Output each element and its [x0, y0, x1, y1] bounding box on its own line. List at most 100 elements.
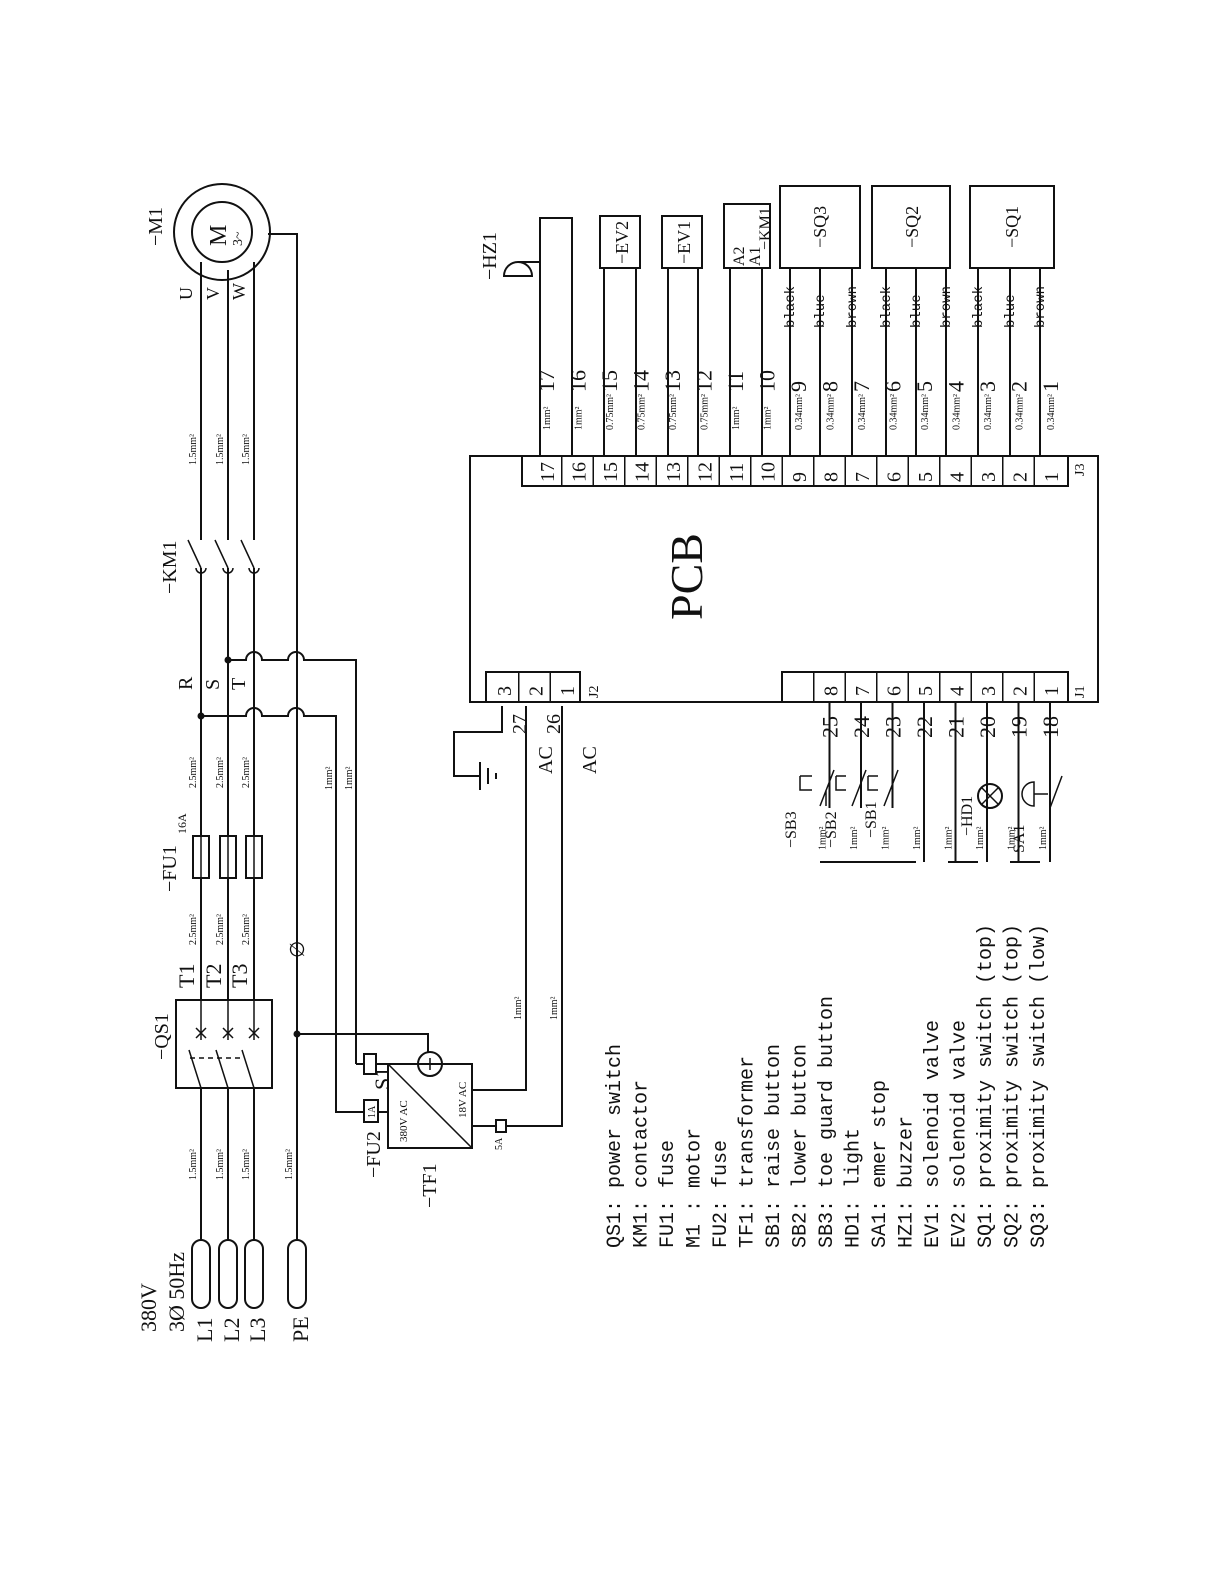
- legend-item: KM1: contactor: [631, 1080, 654, 1248]
- wire-no-7: 7: [849, 381, 874, 392]
- wire-size-L2: 1.5mm²: [215, 1149, 226, 1180]
- wire-no-9: 9: [786, 381, 811, 392]
- wire-size-T1: 2.5mm²: [188, 914, 199, 945]
- sensor-wire-3-black: black: [971, 286, 987, 328]
- fu2-rating: 1A: [367, 1105, 378, 1118]
- supply-phase-freq: 3Ø 50Hz: [164, 1252, 189, 1332]
- qs1-terminal-T2: T2: [201, 964, 226, 988]
- legend-item: TF1: transformer: [737, 1056, 760, 1248]
- qs1-box: [175, 999, 273, 1089]
- wire-size-j3-1: 0.34mm²: [1046, 394, 1057, 430]
- j3-pin-2: 2: [1010, 472, 1032, 482]
- wire-no-14: 14: [629, 370, 654, 392]
- fuse-5a-label: 5A: [494, 1137, 505, 1150]
- transformer-section: 1A −FU2 S1 380V AC 18V AC −TF1 5A 1mm² 1…: [356, 706, 601, 1208]
- j1-pin-1: 1: [1041, 686, 1063, 696]
- wire-no-3: 3: [975, 381, 1000, 392]
- j2-connector: [485, 671, 581, 703]
- j2-pin-3: 3: [494, 686, 516, 696]
- wire-no-12: 12: [692, 370, 717, 392]
- wire-size-j3-17: 1mm²: [542, 406, 553, 430]
- motor-terminal-W: W: [229, 283, 249, 300]
- wire-size-j3-8: 0.34mm²: [826, 394, 837, 430]
- wire-no-13: 13: [660, 370, 685, 392]
- j3-wires: 10.34mm²20.34mm²30.34mm²40.34mm²50.34mm²…: [534, 268, 1063, 456]
- wire-size-L3: 1.5mm²: [241, 1149, 252, 1180]
- wire-size-W: 1.5mm²: [241, 434, 252, 465]
- sb2-label: −SB2: [823, 811, 840, 848]
- wire-size-j1-19: 1mm²: [1007, 826, 1018, 850]
- wire-no-19: 19: [1007, 716, 1032, 738]
- hd1-label: −HD1: [959, 796, 976, 836]
- terminal-L1: L1: [192, 1318, 217, 1342]
- terminal-plug-L1: [191, 1239, 211, 1309]
- j3-pin-14: 14: [632, 462, 654, 482]
- wire-no-15: 15: [597, 370, 622, 392]
- wire-size-tap-S: 1mm²: [344, 766, 355, 790]
- wire-no-23: 23: [881, 716, 906, 738]
- motor-terminal-V: V: [203, 287, 223, 300]
- wire-no-20: 20: [975, 716, 1000, 738]
- j1-label: J1: [1073, 686, 1088, 698]
- legend-item: EV2: solenoid valve: [949, 1020, 972, 1248]
- wire-size-j3-13: 0.75mm²: [668, 394, 679, 430]
- sq3-label: −SQ3: [810, 206, 830, 248]
- wire-size-j1-24: 1mm²: [849, 826, 860, 850]
- terminal-plug-L3: [244, 1239, 264, 1309]
- wire-size-j3-3: 0.34mm²: [983, 394, 994, 430]
- j1-pin-4: 4: [947, 686, 969, 696]
- wire-size-T3: 2.5mm²: [241, 914, 252, 945]
- wire-size-j3-7: 0.34mm²: [857, 394, 868, 430]
- wire-no-2: 2: [1007, 381, 1032, 392]
- j1-pin-8: 8: [821, 686, 843, 696]
- ac-label-2: AC: [579, 746, 601, 774]
- j2-pin-2: 2: [526, 686, 548, 696]
- terminal-PE: PE: [288, 1316, 313, 1342]
- wire-size-fu1-3: 2.5mm²: [241, 757, 252, 788]
- tf1-earth-symbol: [417, 1051, 443, 1077]
- j3-pin-11: 11: [726, 463, 748, 482]
- qs1-terminal-T1: T1: [174, 964, 199, 988]
- sensor-wire-2-blue: blue: [1003, 294, 1019, 328]
- wire-no-27: 27: [509, 714, 531, 734]
- wire-size-j3-10: 1mm²: [763, 406, 774, 430]
- j2-label: J2: [587, 686, 602, 698]
- wire-size-T2: 2.5mm²: [215, 914, 226, 945]
- wire-no-1: 1: [1038, 381, 1063, 392]
- wire-size-ac-1: 1mm²: [513, 996, 524, 1020]
- j1-connector: [781, 671, 1069, 703]
- wire-no-17: 17: [534, 370, 559, 392]
- sb3-label: −SB3: [783, 811, 800, 848]
- km1-coil-a1: A1: [747, 246, 764, 266]
- wire-size-j1-25: 1mm²: [818, 826, 829, 850]
- hd1-lamp: [977, 783, 1003, 809]
- wire-size-PE: 1.5mm²: [284, 1149, 295, 1180]
- sensor-wire-7-brown: brown: [845, 286, 861, 328]
- wire-no-21: 21: [944, 716, 969, 738]
- j1-devices: −SB3 −SB2 −SB1 −HD1 −SA1: [783, 769, 1063, 863]
- pe-mark: ∅: [287, 941, 309, 958]
- wire-size-j3-15: 0.75mm²: [605, 394, 616, 430]
- wire-size-tap-R: 1mm²: [324, 766, 335, 790]
- wire-size-L1: 1.5mm²: [188, 1149, 199, 1180]
- j3-pin-10: 10: [758, 462, 780, 482]
- fuse-5a: [495, 1119, 507, 1133]
- ev2-label: −EV2: [612, 221, 632, 264]
- wire-size-j3-14: 0.75mm²: [637, 394, 648, 430]
- j3-pin-4: 4: [947, 472, 969, 482]
- legend-item: FU1: fuse: [657, 1140, 680, 1248]
- motor-inner: [191, 201, 253, 263]
- j3-pin-17: 17: [537, 462, 559, 482]
- wire-size-j1-23: 1mm²: [881, 826, 892, 850]
- phase-S: S: [202, 679, 224, 690]
- hz1-label: −HZ1: [479, 232, 501, 280]
- legend-item: SB3: toe guard button: [816, 996, 839, 1248]
- supply-voltage: 380V: [136, 1283, 161, 1332]
- legend-item: M1 : motor: [684, 1128, 707, 1248]
- motor-terminal-U: U: [176, 287, 196, 300]
- j3-pin-1: 1: [1041, 472, 1063, 482]
- wire-no-26: 26: [543, 714, 565, 734]
